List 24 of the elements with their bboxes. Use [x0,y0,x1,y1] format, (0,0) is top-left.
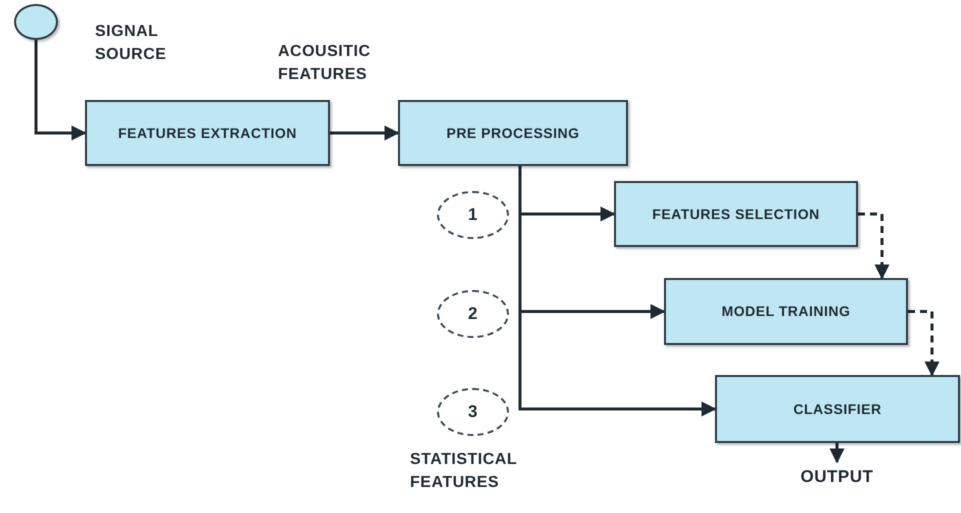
source-circle [14,4,58,40]
box-label: MODEL TRAINING [720,302,852,321]
arrow [330,126,400,140]
edge-label: ACOUSITIC FEATURES [278,42,372,86]
process-box [715,375,960,443]
box-label: FEATURES EXTRACTION [117,124,298,142]
step-number: 1 [467,204,479,226]
box-label: CLASSIFIER [792,400,883,418]
process-box [614,181,858,247]
step-number: 3 [467,401,479,424]
arrow [830,443,844,464]
step-number: 2 [467,303,479,326]
box-label: FEATURES SELECTION [651,204,821,224]
process-box [398,100,628,166]
annotation-label: STATISTICAL FEATURES [410,450,518,494]
process-box [85,100,330,166]
box-label: PRE PROCESSING [445,124,581,142]
arrow [858,212,890,280]
arrow [34,40,86,140]
process-box [664,278,908,345]
source-label: SIGNAL SOURCE [95,22,168,66]
arrow [518,166,716,416]
output-label: OUTPUT [800,466,874,488]
arrow [908,310,940,376]
